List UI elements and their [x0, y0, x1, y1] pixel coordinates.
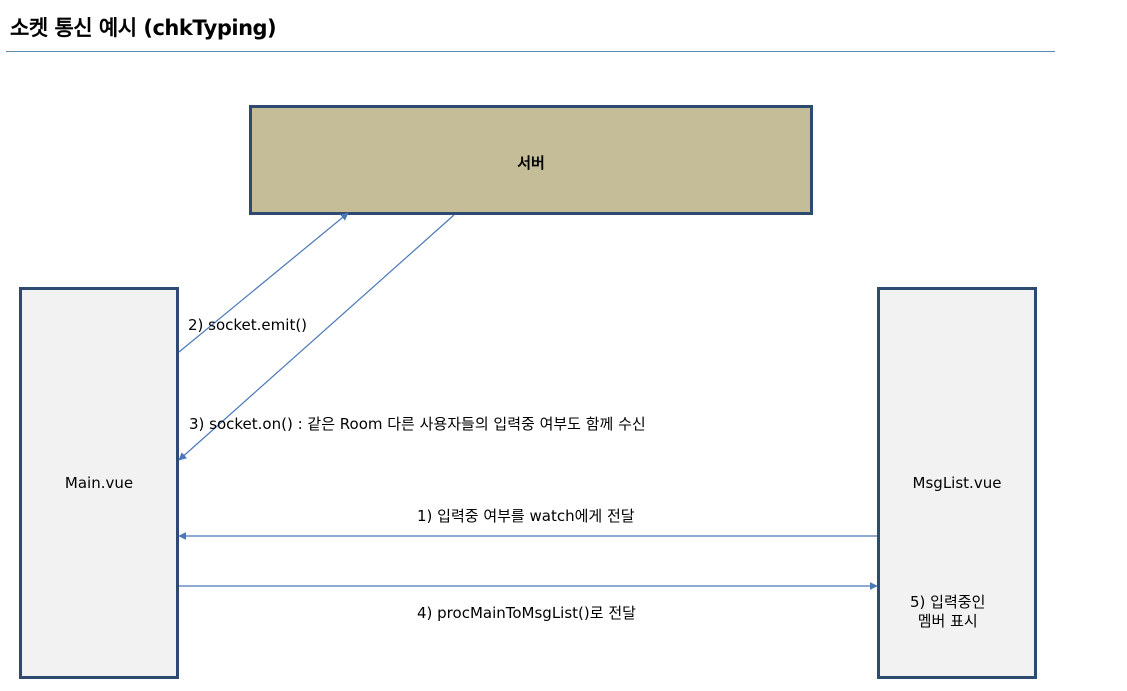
- title-divider: [6, 51, 1055, 52]
- server-node: 서버: [249, 105, 813, 215]
- msglist-typing-note: 5) 입력중인 멤버 표시: [910, 593, 986, 630]
- page-title: 소켓 통신 예시 (chkTyping): [10, 16, 277, 40]
- main-vue-label: Main.vue: [64, 474, 134, 492]
- main-vue-node: Main.vue: [19, 287, 179, 679]
- on-arrow: [178, 214, 455, 461]
- proc-label: 4) procMainToMsgList()로 전달: [417, 604, 636, 622]
- msglist-vue-node: MsgList.vue 5) 입력중인 멤버 표시: [877, 287, 1037, 679]
- watch-label: 1) 입력중 여부를 watch에게 전달: [417, 507, 635, 525]
- msglist-vue-label: MsgList.vue: [912, 474, 1002, 492]
- server-label: 서버: [517, 154, 545, 172]
- on-label: 3) socket.on() : 같은 Room 다른 사용자들의 입력중 여부…: [189, 415, 646, 433]
- emit-arrow: [178, 212, 349, 353]
- emit-label: 2) socket.emit(): [188, 316, 308, 334]
